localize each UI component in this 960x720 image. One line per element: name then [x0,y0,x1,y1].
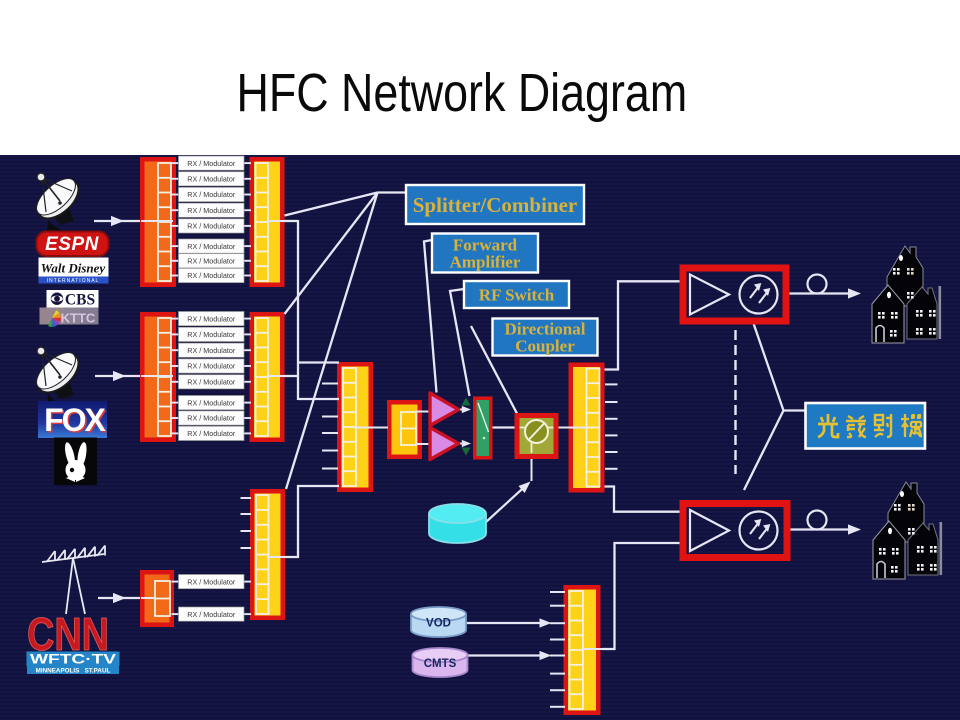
svg-text:VOD: VOD [426,618,451,630]
svg-text:RX / Modulator: RX / Modulator [187,159,236,168]
svg-text:RX / Modulator: RX / Modulator [187,314,236,323]
svg-text:RX / Modulator: RX / Modulator [187,242,236,251]
svg-text:Coupler: Coupler [515,336,575,355]
svg-text:CBS: CBS [65,292,95,309]
svg-text:RX / Modulator: RX / Modulator [187,330,236,339]
svg-text:RX / Modulator: RX / Modulator [187,190,236,199]
svg-text:RX / Modulator: RX / Modulator [187,414,236,423]
svg-text:Forward: Forward [453,235,518,254]
svg-text:MINNEAPOLIS ST.PAUL: MINNEAPOLIS ST.PAUL [36,668,111,675]
svg-text:RX / Modulator: RX / Modulator [187,346,236,355]
svg-text:RX / Modulator: RX / Modulator [187,362,236,371]
svg-text:RF Switch: RF Switch [479,285,555,304]
svg-text:RX / Modulator: RX / Modulator [187,222,236,231]
svg-text:RX / Modulator: RX / Modulator [187,271,236,280]
svg-text:WFTC·TV: WFTC·TV [30,651,117,667]
svg-text:HFC Network Diagram: HFC Network Diagram [237,62,688,123]
svg-text:RX / Modulator: RX / Modulator [187,577,236,586]
svg-text:RX / Modulator: RX / Modulator [187,398,236,407]
svg-text:KTTC: KTTC [61,311,96,326]
svg-text:FOX: FOX [46,404,108,440]
svg-text:CMTS: CMTS [424,658,457,670]
svg-text:Directional: Directional [505,319,586,338]
svg-text:ESPN: ESPN [45,234,100,255]
svg-text:FOX: FOX [44,402,106,438]
svg-text:RX / Modulator: RX / Modulator [187,206,236,215]
svg-text:RX / Modulator: RX / Modulator [187,175,236,184]
svg-text:RX / Modulator: RX / Modulator [187,429,236,438]
svg-text:Amplifier: Amplifier [450,252,521,271]
svg-text:RX / Modulator: RX / Modulator [187,257,236,266]
svg-text:Splitter/Combiner: Splitter/Combiner [413,193,577,217]
svg-text:INTERNATIONAL: INTERNATIONAL [47,278,100,284]
svg-text:Walt Disney: Walt Disney [41,261,106,276]
svg-text:RX / Modulator: RX / Modulator [187,378,236,387]
svg-text:RX / Modulator: RX / Modulator [187,610,236,619]
